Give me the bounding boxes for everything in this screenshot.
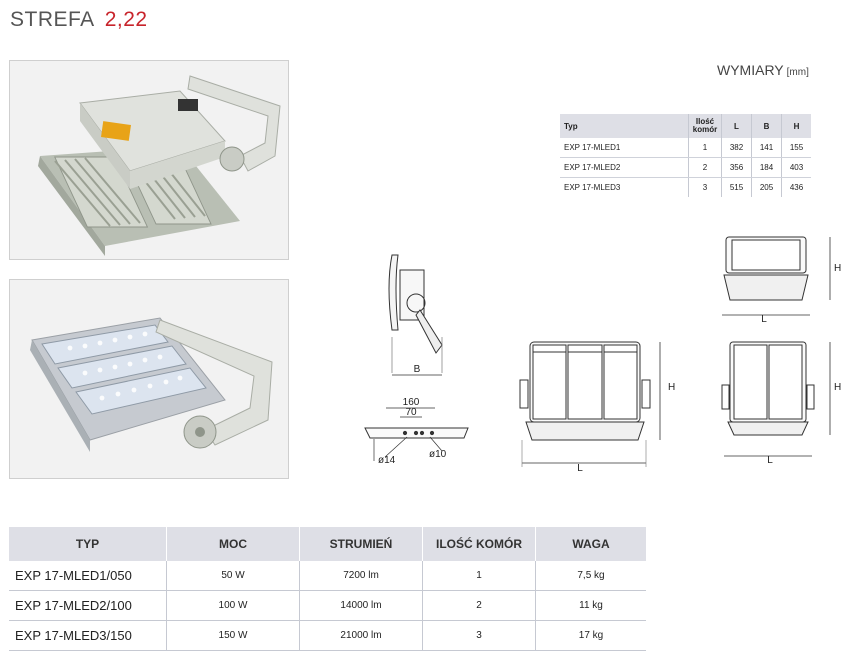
floodlight-2-chamber-image xyxy=(10,61,288,259)
spec-cell-flux: 14000 lm xyxy=(299,590,423,621)
table-row: EXP 17-MLED2 2 356 184 403 xyxy=(560,157,811,178)
spec-cell-flux: 7200 lm xyxy=(299,561,423,591)
cell-h: 155 xyxy=(781,138,811,158)
cell-chambers: 2 xyxy=(688,157,722,178)
section-label: STREFA xyxy=(10,8,95,31)
product-photo-two-chambers xyxy=(9,60,289,260)
front-view-2-chamber xyxy=(721,341,831,457)
spec-cell-chambers: 2 xyxy=(422,590,536,621)
dim-label-h-1chamber: H xyxy=(834,263,841,274)
dim-label-l-3chamber: L xyxy=(577,463,583,474)
dim-label-160: 160 xyxy=(403,397,420,408)
bracket-drawing xyxy=(364,407,469,461)
product-photo-three-chambers xyxy=(9,279,289,479)
table-row: EXP 17-MLED1 1 382 141 155 xyxy=(560,138,811,158)
page-number: 2,22 xyxy=(104,8,148,31)
cell-b: 184 xyxy=(751,157,782,178)
dim-label-l-1chamber: L xyxy=(761,314,767,325)
floodlight-3-chamber-image xyxy=(10,280,288,478)
cell-b: 205 xyxy=(751,177,782,197)
dim-label-b: B xyxy=(414,364,421,375)
side-view-drawing xyxy=(388,254,443,376)
spec-cell-power: 100 W xyxy=(166,590,300,621)
cell-l: 515 xyxy=(721,177,752,197)
spec-table: TYP MOC STRUMIEŃ ILOŚĆ KOMÓR WAGA EXP 17… xyxy=(9,527,646,651)
spec-header-row: TYP MOC STRUMIEŃ ILOŚĆ KOMÓR WAGA xyxy=(9,527,646,561)
table-row: EXP 17-MLED1/050 50 W 7200 lm 1 7,5 kg xyxy=(9,561,646,591)
spec-cell-weight: 7,5 kg xyxy=(535,561,646,591)
spec-cell-power: 150 W xyxy=(166,620,300,651)
spec-cell-flux: 21000 lm xyxy=(299,620,423,651)
dim-label-h-3chamber: H xyxy=(668,382,675,393)
dimensions-header-h: H xyxy=(781,114,811,138)
spec-header-strumien: STRUMIEŃ xyxy=(299,527,423,561)
table-row: EXP 17-MLED3/150 150 W 21000 lm 3 17 kg xyxy=(9,620,646,651)
dimensions-label: WYMIARY xyxy=(717,62,784,78)
dimensions-header-b: B xyxy=(751,114,782,138)
dimensions-header-l: L xyxy=(721,114,752,138)
dimensions-table: Typ Ilość komór L B H EXP 17-MLED1 1 382… xyxy=(560,114,811,197)
technical-drawings: B 160 70 ø14 ø10 L H L H L H xyxy=(364,236,841,474)
spec-header-chambers: ILOŚĆ KOMÓR xyxy=(422,527,536,561)
spec-cell-type: EXP 17-MLED3/150 xyxy=(9,620,167,651)
cell-type: EXP 17-MLED1 xyxy=(560,138,689,158)
cell-type: EXP 17-MLED2 xyxy=(560,157,689,178)
spec-cell-type: EXP 17-MLED1/050 xyxy=(9,561,167,591)
front-view-1-chamber xyxy=(722,236,831,316)
cell-h: 436 xyxy=(781,177,811,197)
dimensions-unit: [mm] xyxy=(786,67,809,78)
dimensions-header-chambers: Ilość komór xyxy=(688,114,722,138)
dimensions-header-row: Typ Ilość komór L B H xyxy=(560,114,811,138)
cell-chambers: 1 xyxy=(688,138,722,158)
spec-cell-chambers: 3 xyxy=(422,620,536,651)
cell-chambers: 3 xyxy=(688,177,722,197)
cell-l: 382 xyxy=(721,138,752,158)
front-view-3-chamber xyxy=(519,341,661,467)
dim-label-h-2chamber: H xyxy=(834,382,841,393)
spec-cell-chambers: 1 xyxy=(422,561,536,591)
dim-label-70: 70 xyxy=(405,407,417,418)
dimensions-header-typ: Typ xyxy=(560,114,689,138)
spec-header-waga: WAGA xyxy=(535,527,646,561)
page-title: STREFA 2,22 xyxy=(10,8,148,32)
spec-header-moc: MOC xyxy=(166,527,300,561)
cell-l: 356 xyxy=(721,157,752,178)
spec-cell-type: EXP 17-MLED2/100 xyxy=(9,590,167,621)
dim-label-phi10: ø10 xyxy=(429,449,447,460)
dim-label-l-2chamber: L xyxy=(767,455,773,466)
table-row: EXP 17-MLED2/100 100 W 14000 lm 2 11 kg xyxy=(9,590,646,621)
dim-label-phi14: ø14 xyxy=(378,455,396,466)
cell-b: 141 xyxy=(751,138,782,158)
spec-cell-power: 50 W xyxy=(166,561,300,591)
cell-type: EXP 17-MLED3 xyxy=(564,183,621,192)
dimensions-heading: WYMIARY[mm] xyxy=(717,62,809,78)
table-row: EXP 17-MLED3 3 515 205 436 xyxy=(560,177,811,197)
spec-header-typ: TYP xyxy=(9,527,167,561)
cell-h: 403 xyxy=(781,157,811,178)
spec-cell-weight: 17 kg xyxy=(535,620,646,651)
spec-cell-weight: 11 kg xyxy=(535,590,646,621)
